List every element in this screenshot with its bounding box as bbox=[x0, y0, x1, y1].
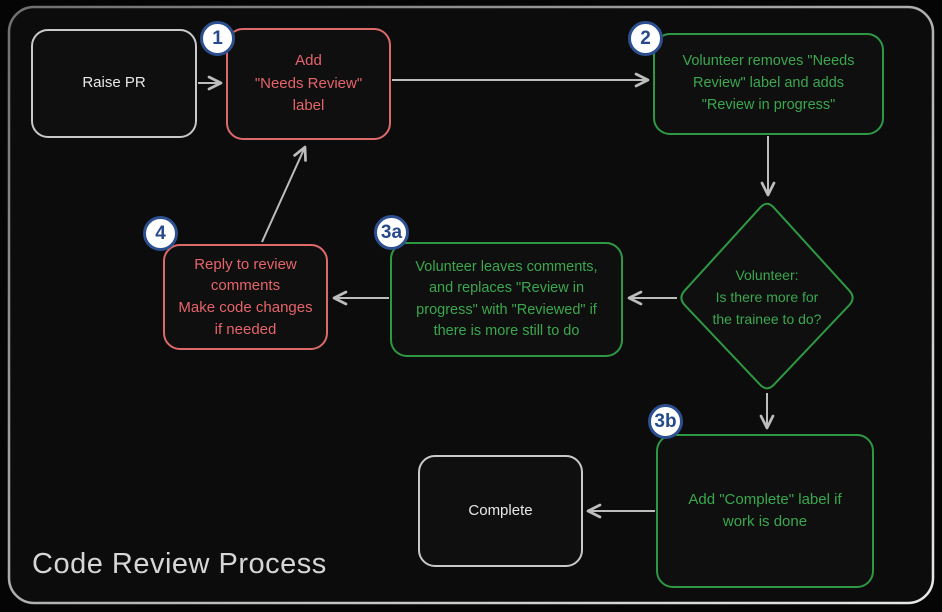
decision-diamond-label: Volunteer: Is there more for the trainee… bbox=[712, 267, 822, 327]
badge-step-4: 4 bbox=[143, 216, 178, 251]
badge-step-3a: 3a bbox=[374, 215, 409, 250]
badge-step-2: 2 bbox=[628, 21, 663, 56]
node-add-complete-label: Add "Complete" label if work is done bbox=[656, 434, 874, 588]
node-reply-to-review-comments: Reply to review comments Make code chang… bbox=[163, 244, 328, 350]
node-add-needs-review-label: Add "Needs Review" label bbox=[226, 28, 391, 140]
node-complete: Complete bbox=[418, 455, 583, 567]
decision-diamond-shape bbox=[680, 202, 854, 390]
page-title: Code Review Process bbox=[32, 548, 327, 580]
node-volunteer-leaves-comments: Volunteer leaves comments, and replaces … bbox=[390, 242, 623, 357]
node-raise-pr: Raise PR bbox=[31, 29, 197, 138]
outer-frame bbox=[7, 5, 935, 605]
node-volunteer-removes-label: Volunteer removes "Needs Review" label a… bbox=[653, 33, 884, 135]
badge-step-1: 1 bbox=[200, 21, 235, 56]
badge-step-3b: 3b bbox=[648, 404, 683, 439]
arrow-step4-to-step1 bbox=[261, 145, 307, 243]
